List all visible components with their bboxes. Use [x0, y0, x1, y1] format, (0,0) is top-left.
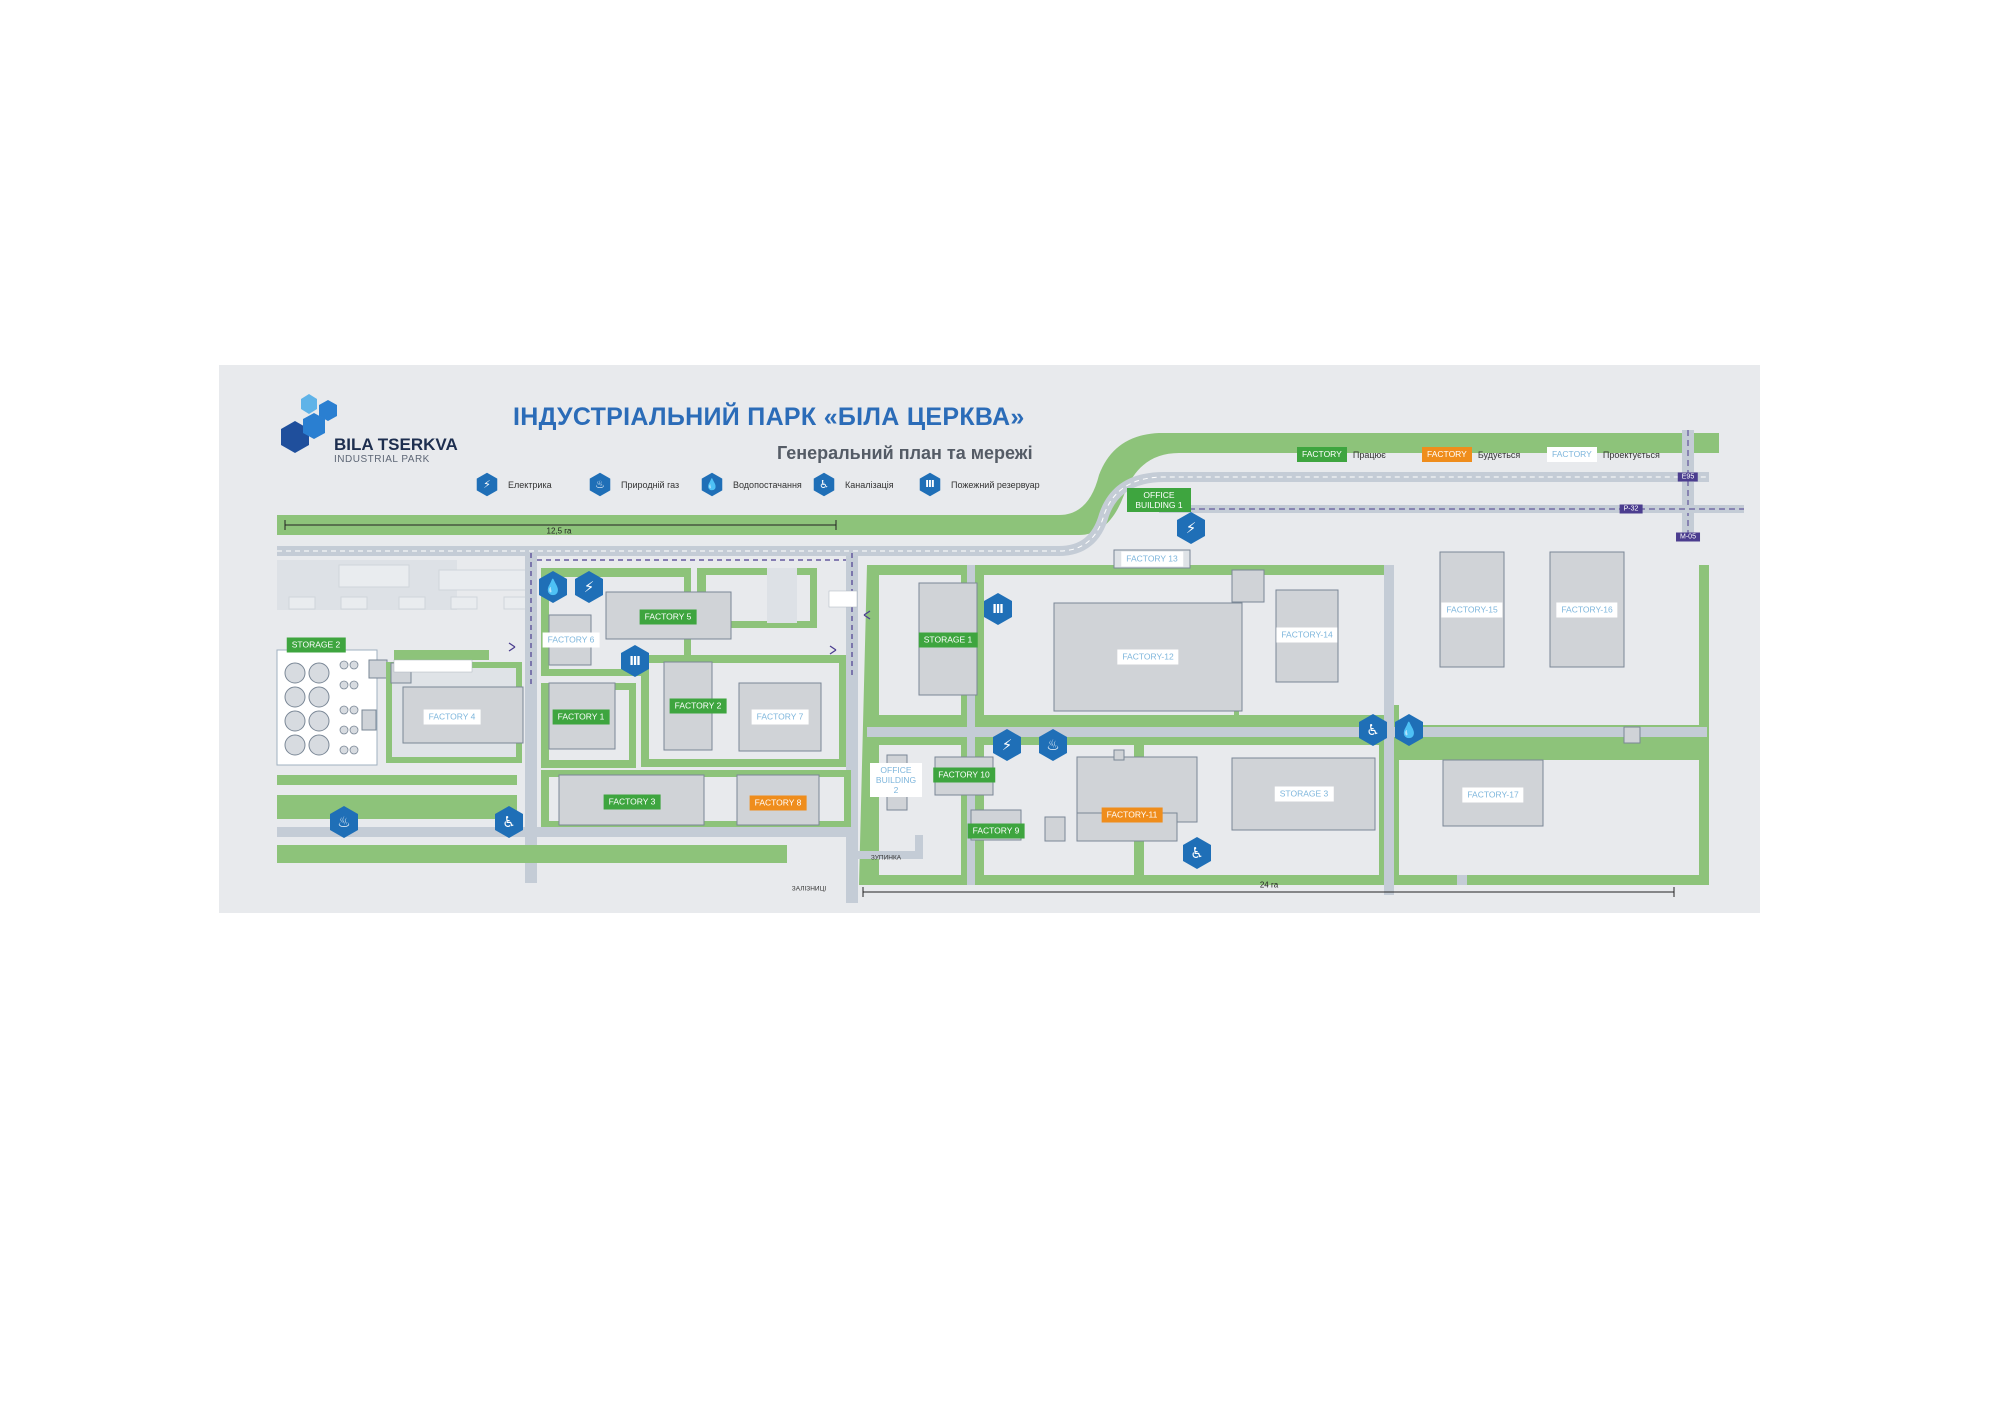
park-map: BILA TSERKVA INDUSTRIAL PARK ІНДУСТРІАЛЬ… [219, 365, 1760, 913]
status-label-planned: Проектується [1602, 449, 1660, 460]
fire-reservoir-icon: Ⅲ [983, 592, 1013, 626]
water-icon: 💧 [701, 472, 723, 497]
water-icon: 💧 [1394, 713, 1424, 747]
building-storage-1[interactable]: STORAGE 1 [918, 632, 978, 648]
building-factory-6[interactable]: FACTORY 6 [542, 632, 600, 648]
building-factory-9[interactable]: FACTORY 9 [967, 823, 1025, 839]
legend-electricity-label: Електрика [508, 479, 552, 490]
status-chip-planned: FACTORY [1547, 447, 1597, 462]
brand-tagline: INDUSTRIAL PARK [334, 454, 430, 465]
legend-sewer-label: Каналізація [845, 479, 894, 490]
building-factory-7[interactable]: FACTORY 7 [751, 709, 809, 725]
sewer-icon: ♿ [813, 472, 835, 497]
electricity-icon: ⚡ [992, 728, 1022, 762]
legend-electricity: ⚡ Електрика [476, 472, 552, 497]
legend-status-planned: FACTORY Проектується [1547, 447, 1660, 462]
status-chip-building: FACTORY [1422, 447, 1472, 462]
legend-gas: ♨ Природній газ [589, 472, 679, 497]
gas-icon: ♨ [589, 472, 611, 497]
building-factory-10[interactable]: FACTORY 10 [933, 767, 995, 783]
building-office-2[interactable]: OFFICE BUILDING 2 [870, 763, 922, 797]
electricity-icon: ⚡ [574, 570, 604, 604]
building-storage-3[interactable]: STORAGE 3 [1274, 786, 1334, 802]
road-tag-p32: P-32 [1619, 504, 1643, 514]
legend-fire-reservoir-label: Пожежний резервуар [951, 479, 1040, 490]
status-chip-operating: FACTORY [1297, 447, 1347, 462]
bus-stop-label: ЗУПИНКА [870, 854, 902, 862]
brand-name: BILA TSERKVA [334, 435, 458, 454]
legend-sewer: ♿ Каналізація [813, 472, 894, 497]
fire-reservoir-icon: Ⅲ [919, 472, 941, 497]
building-factory-3[interactable]: FACTORY 3 [603, 794, 661, 810]
legend-fire-reservoir: Ⅲ Пожежний резервуар [919, 472, 1040, 497]
building-factory-4[interactable]: FACTORY 4 [423, 709, 481, 725]
sewer-icon: ♿ [1182, 836, 1212, 870]
fire-reservoir-icon: Ⅲ [620, 644, 650, 678]
page-subtitle: Генеральний план та мережі [777, 443, 1033, 463]
legend-water-label: Водопостачання [733, 479, 802, 490]
area-west-label: 12,5 га [546, 526, 572, 536]
building-factory-12[interactable]: FACTORY-12 [1117, 649, 1179, 665]
electricity-icon: ⚡ [476, 472, 498, 497]
brand-logo [281, 394, 337, 453]
building-factory-11[interactable]: FACTORY-11 [1101, 807, 1163, 823]
area-east-label: 24 га [1259, 880, 1279, 890]
building-factory-2[interactable]: FACTORY 2 [669, 698, 727, 714]
gas-icon: ♨ [1038, 728, 1068, 762]
building-storage-2[interactable]: STORAGE 2 [286, 637, 346, 653]
building-factory-15[interactable]: FACTORY-15 [1441, 602, 1503, 618]
sewer-icon: ♿ [494, 805, 524, 839]
legend-status-operating: FACTORY Працює [1297, 447, 1386, 462]
legend-water: 💧 Водопостачання [701, 472, 802, 497]
status-label-building: Будується [1477, 449, 1521, 460]
legend-gas-label: Природній газ [621, 479, 680, 490]
building-factory-5[interactable]: FACTORY 5 [639, 609, 697, 625]
building-factory-8[interactable]: FACTORY 8 [749, 795, 807, 811]
sewer-icon: ♿ [1358, 713, 1388, 747]
building-office-1[interactable]: OFFICE BUILDING 1 [1127, 488, 1191, 512]
legend-status-building: FACTORY Будується [1422, 447, 1520, 462]
water-icon: 💧 [538, 570, 568, 604]
page-title: ІНДУСТРІАЛЬНИЙ ПАРК «БІЛА ЦЕРКВА» [513, 403, 1025, 431]
building-factory-16[interactable]: FACTORY-16 [1556, 602, 1618, 618]
road-tag-e95: E95 [1677, 472, 1699, 482]
building-factory-14[interactable]: FACTORY-14 [1276, 627, 1338, 643]
railway-label: ЗАЛІЗНИЦІ [791, 885, 827, 893]
building-factory-17[interactable]: FACTORY-17 [1462, 787, 1524, 803]
gas-icon: ♨ [329, 805, 359, 839]
status-label-operating: Працює [1352, 449, 1386, 460]
building-factory-13[interactable]: FACTORY 13 [1121, 551, 1183, 567]
building-factory-1[interactable]: FACTORY 1 [552, 709, 610, 725]
road-tag-m05: M-05 [1676, 532, 1700, 542]
electricity-icon: ⚡ [1176, 511, 1206, 545]
